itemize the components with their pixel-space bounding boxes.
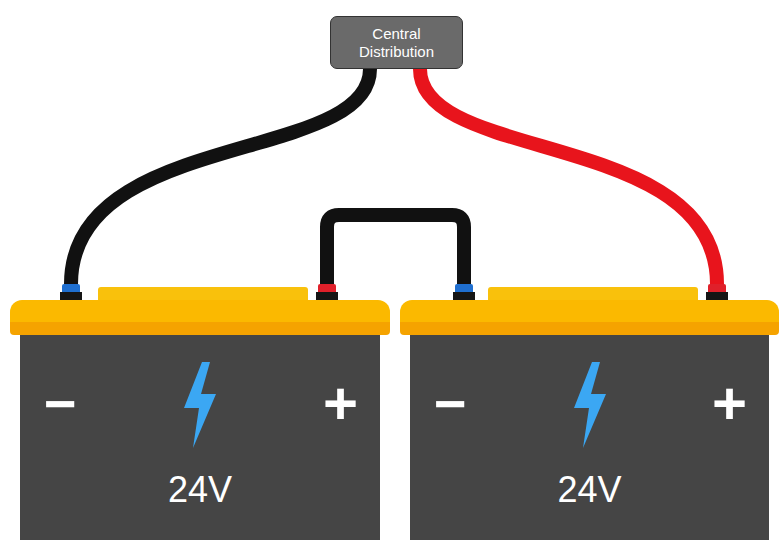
positive-sign: + [712, 374, 747, 434]
voltage-label: 24V [10, 472, 390, 508]
battery-body [20, 335, 380, 540]
box-label: Central Distribution [337, 25, 456, 61]
distribution-box: Central Distribution [330, 16, 463, 69]
lid-top [98, 287, 308, 301]
lid [10, 300, 390, 324]
lid-band [400, 322, 779, 335]
positive-sign: + [323, 374, 358, 434]
battery: − +24V [400, 284, 779, 540]
lid [400, 300, 779, 324]
battery-cable [327, 215, 464, 284]
lid-band [10, 322, 390, 335]
lightning-bolt [178, 362, 222, 448]
voltage-label: 24V [400, 472, 779, 508]
negative-sign: − [44, 376, 77, 432]
lid-top [488, 287, 698, 301]
battery: − +24V [10, 284, 390, 540]
lightning-bolt [568, 362, 612, 448]
battery-body [410, 335, 769, 540]
negative-sign: − [434, 376, 467, 432]
